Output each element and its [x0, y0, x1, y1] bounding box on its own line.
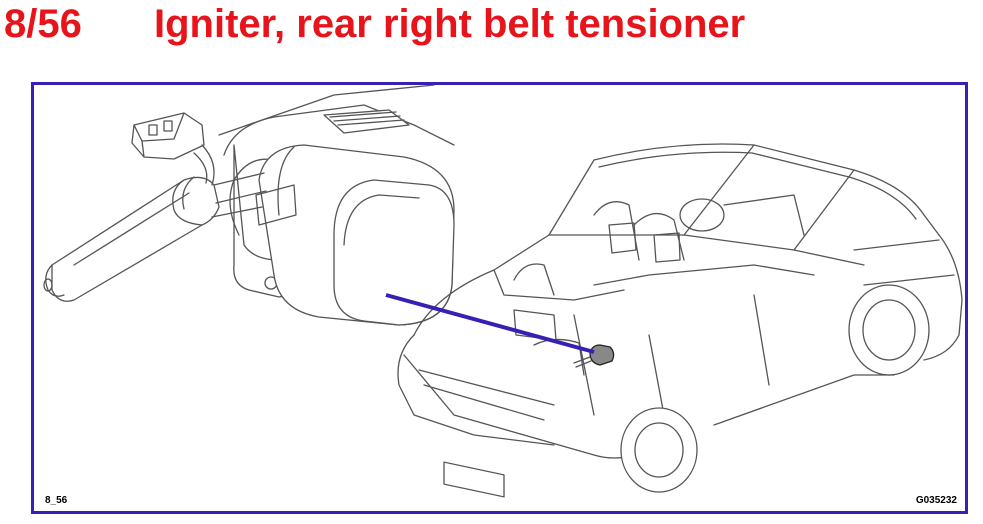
- leader-line: [385, 293, 595, 354]
- technical-illustration: [43, 85, 963, 498]
- section-code: 8/56: [4, 2, 82, 46]
- figure-ref-right: G035232: [915, 495, 957, 506]
- section-title: Igniter, rear right belt tensioner: [154, 2, 746, 46]
- figure-ref-left: 8_56: [45, 495, 68, 506]
- page-header: 8/56 Igniter, rear right belt tensioner: [4, 0, 745, 52]
- illustration-frame: 8_56 G035232: [31, 82, 968, 514]
- belt-tensioner-detail: [43, 85, 455, 326]
- car-illustration: [397, 143, 963, 498]
- igniter-highlight: [573, 344, 615, 368]
